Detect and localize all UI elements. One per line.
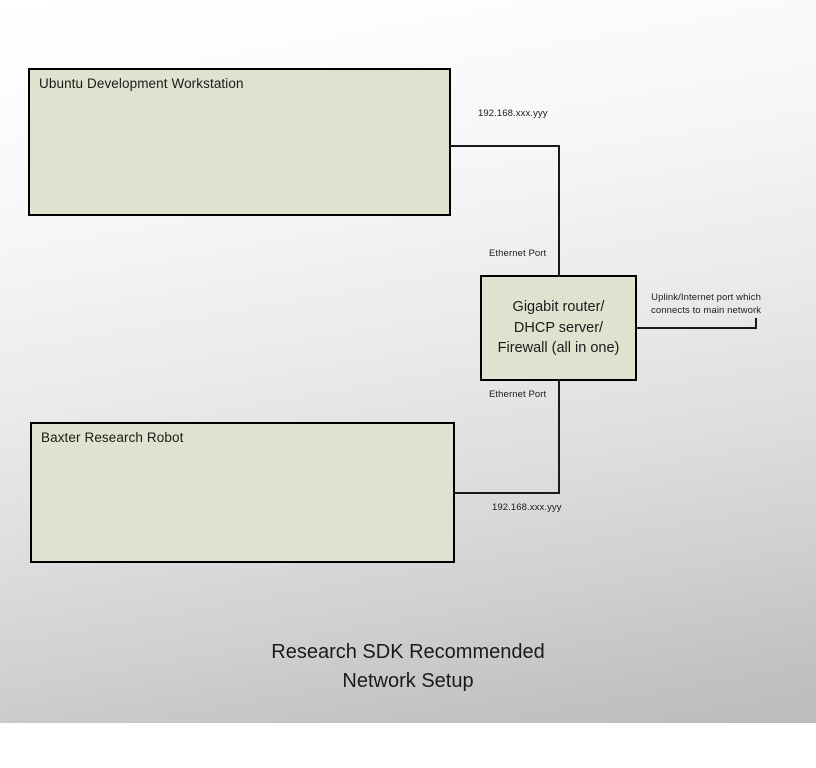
label-ethernet-port-upper: Ethernet Port	[489, 248, 547, 259]
label-ethernet-port-lower: Ethernet Port	[489, 389, 547, 400]
node-router-label: Gigabit router/ DHCP server/ Firewall (a…	[498, 297, 620, 359]
label-ip-address-workstation-link: 192.168.xxx.yyy	[478, 108, 548, 119]
label-uplink-line2: connects to main network	[651, 305, 762, 317]
connector-workstation-to-router-horizontal	[450, 145, 560, 147]
node-router-label-line3: Firewall (all in one)	[497, 340, 620, 357]
figure-title: Research SDK Recommended Network Setup	[0, 638, 816, 696]
node-gigabit-router: Gigabit router/ DHCP server/ Firewall (a…	[480, 275, 637, 381]
label-ip-address-robot-link: 192.168.xxx.yyy	[492, 502, 562, 513]
node-workstation-label: Ubuntu Development Workstation	[39, 76, 244, 91]
connector-router-uplink-stub	[755, 318, 757, 329]
label-uplink-internet-port: Uplink/Internet port which connects to m…	[651, 291, 761, 317]
connector-router-uplink-horizontal	[636, 327, 757, 329]
connector-workstation-to-router-vertical	[558, 145, 560, 277]
node-router-label-line2: DHCP server/	[513, 319, 604, 336]
figure-title-line1: Research SDK Recommended	[271, 641, 545, 663]
node-robot-label: Baxter Research Robot	[41, 430, 184, 445]
figure-title-line2: Network Setup	[342, 670, 474, 692]
connector-router-to-robot-horizontal	[455, 492, 560, 494]
node-baxter-research-robot: Baxter Research Robot	[30, 422, 455, 563]
node-ubuntu-development-workstation: Ubuntu Development Workstation	[28, 68, 451, 216]
node-router-label-line1: Gigabit router/	[512, 299, 605, 316]
connector-router-to-robot-vertical	[558, 379, 560, 494]
label-uplink-line1: Uplink/Internet port which	[651, 292, 761, 303]
